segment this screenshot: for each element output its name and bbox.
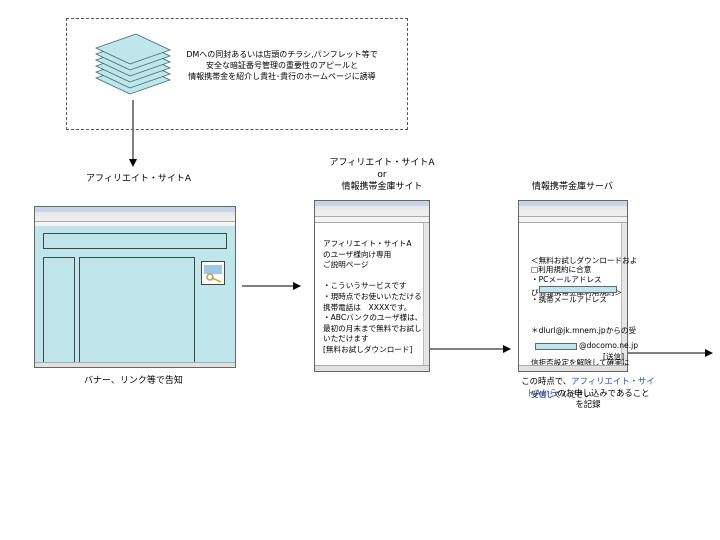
toolbar: [35, 216, 235, 222]
menu-bar: [35, 212, 235, 216]
status-bar: [35, 362, 235, 367]
scrollbar[interactable]: [621, 223, 627, 365]
mid-page-line: ご説明ページ: [323, 260, 369, 270]
pc-mail-label: ・PCメールアドレス: [531, 275, 602, 284]
banner-header-area: [43, 233, 227, 249]
middle-heading-line2: or: [377, 170, 387, 180]
banner-caption: バナー、リンク等で告知: [84, 376, 183, 386]
server-browser-window: ＜無料お試しダウンロードおよ び情報携帯金庫利用規約＞ □利用規約に合意 ・PC…: [518, 200, 638, 399]
final-note-part3: トAから: [526, 387, 558, 398]
dm-note-line3: 情報携帯金を紹介し貴社･貴行のホームページに誘導: [188, 72, 376, 81]
toolbar: [315, 210, 429, 217]
address-bar: [35, 222, 235, 226]
menu-bar: [315, 206, 429, 210]
server-line1: ＜無料お試しダウンロードおよ: [531, 256, 638, 266]
server-heading: 情報携帯金庫サーバ: [532, 182, 613, 192]
middle-heading-line3: 情報携帯金庫サイト: [341, 182, 423, 192]
final-note-part2: アフィリエイト・サイ: [571, 376, 655, 386]
title-bar: [315, 201, 429, 206]
domain-suffix: @docomo.ne.jp: [579, 341, 639, 350]
instruction-line1: ＊dlurl@jk.mnem.jpからの受: [531, 326, 637, 336]
affiliate-browser-window: [34, 206, 236, 368]
title-bar: [519, 201, 627, 206]
final-note-part1: この時点で、: [521, 376, 572, 386]
address-bar: [315, 217, 429, 223]
mid-page-line: のユーザ様向け専用: [323, 249, 392, 259]
mid-page-line: [323, 271, 422, 282]
toolbar: [519, 210, 627, 217]
instruction-line3: 受信してください: [531, 389, 592, 399]
mid-page-line: アフィリエイト・サイトA: [323, 239, 412, 248]
mid-page-line: 最初の月末まで無料でお試し: [323, 323, 422, 333]
mid-page-line: ・現時点でお使いいただける: [323, 291, 422, 301]
banner-ad[interactable]: [201, 261, 225, 285]
final-note-part5: を記録: [575, 399, 601, 409]
mid-page-line: ・こういうサービスです: [323, 281, 407, 291]
dm-dashed-box: [66, 18, 408, 130]
status-bar: [519, 365, 627, 371]
mid-page-line: いただけます: [323, 334, 369, 344]
pc-mail-input[interactable]: [539, 286, 617, 293]
mobile-mail-input[interactable]: [535, 343, 577, 350]
instruction-line2: 信拒否設定を解除して確実に: [531, 357, 630, 367]
mobile-mail-label: ・携帯メールアドレス: [531, 295, 607, 304]
final-note-part4: のお申し込みであること: [557, 387, 650, 398]
dm-note-line2: 安全な暗証番号管理の重要性のアピールと: [206, 61, 358, 70]
address-bar: [519, 217, 627, 223]
dm-note-line1: DMへの同封あるいは店頭のチラシ,パンフレット等で: [186, 50, 378, 59]
dm-note: DMへの同封あるいは店頭のチラシ,パンフレット等で 安全な暗証番号管理の重要性の…: [176, 49, 388, 82]
status-bar: [315, 365, 429, 371]
key-logo-icon: [204, 265, 222, 283]
send-button[interactable]: [送信]: [603, 352, 625, 361]
menu-bar: [519, 206, 627, 210]
main-content-area: [79, 257, 195, 363]
title-bar: [35, 207, 235, 212]
free-trial-download-link[interactable]: [無料お試しダウンロード]: [323, 344, 413, 354]
mail-instructions: ＊dlurl@jk.mnem.jpからの受 信拒否設定を解除して確実に 受信して…: [531, 305, 636, 422]
final-note: この時点で、アフィリエイト・サイ トAからのお申し込みであること を記録: [520, 376, 656, 411]
middle-heading-line1: アフィリエイト・サイトA: [329, 158, 435, 168]
scrollbar[interactable]: [423, 223, 429, 365]
sidebar-area: [43, 257, 75, 363]
terms-checkbox[interactable]: □利用規約に合意: [531, 265, 592, 274]
affiliate-label: アフィリエイト・サイトA: [86, 174, 191, 184]
middle-heading: アフィリエイト・サイトA or 情報携帯金庫サイト: [322, 157, 442, 193]
mid-page-line: 携帯電話は XXXXです。: [323, 302, 412, 312]
mid-page-line: ・ABCバンクのユーザ様は、: [323, 313, 423, 323]
